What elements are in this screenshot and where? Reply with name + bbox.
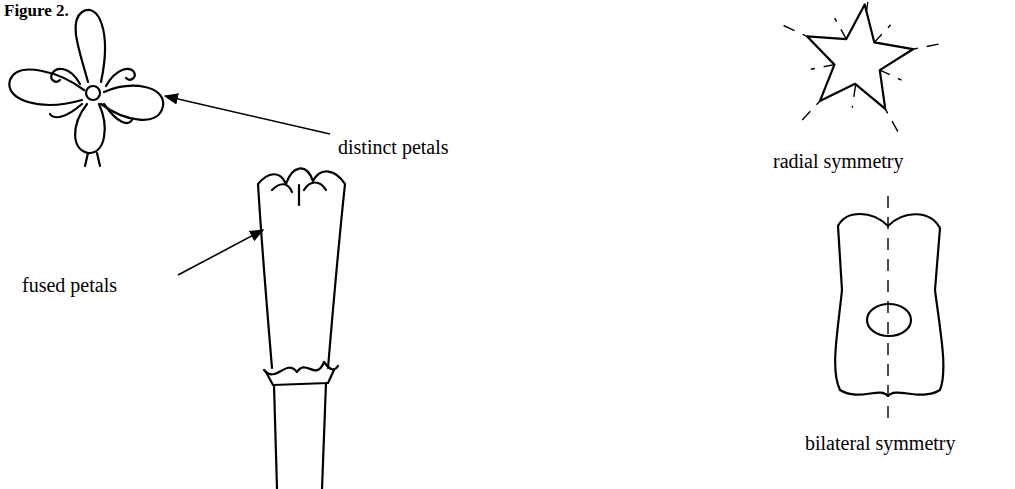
- leader-arrow: [178, 230, 263, 275]
- part-label: radial symmetry: [773, 150, 904, 172]
- leader-arrow: [165, 96, 330, 134]
- distinct-petal-flower: [9, 10, 163, 166]
- radial-flower: [784, 2, 939, 132]
- fused-petal-flower: [258, 169, 345, 489]
- bilateral-flower: [835, 196, 943, 422]
- part-label: fused petals: [22, 274, 117, 296]
- part-label: distinct petals: [338, 136, 449, 158]
- part-label: bilateral symmetry: [805, 432, 956, 454]
- figure-title: Figure 2.: [4, 2, 69, 21]
